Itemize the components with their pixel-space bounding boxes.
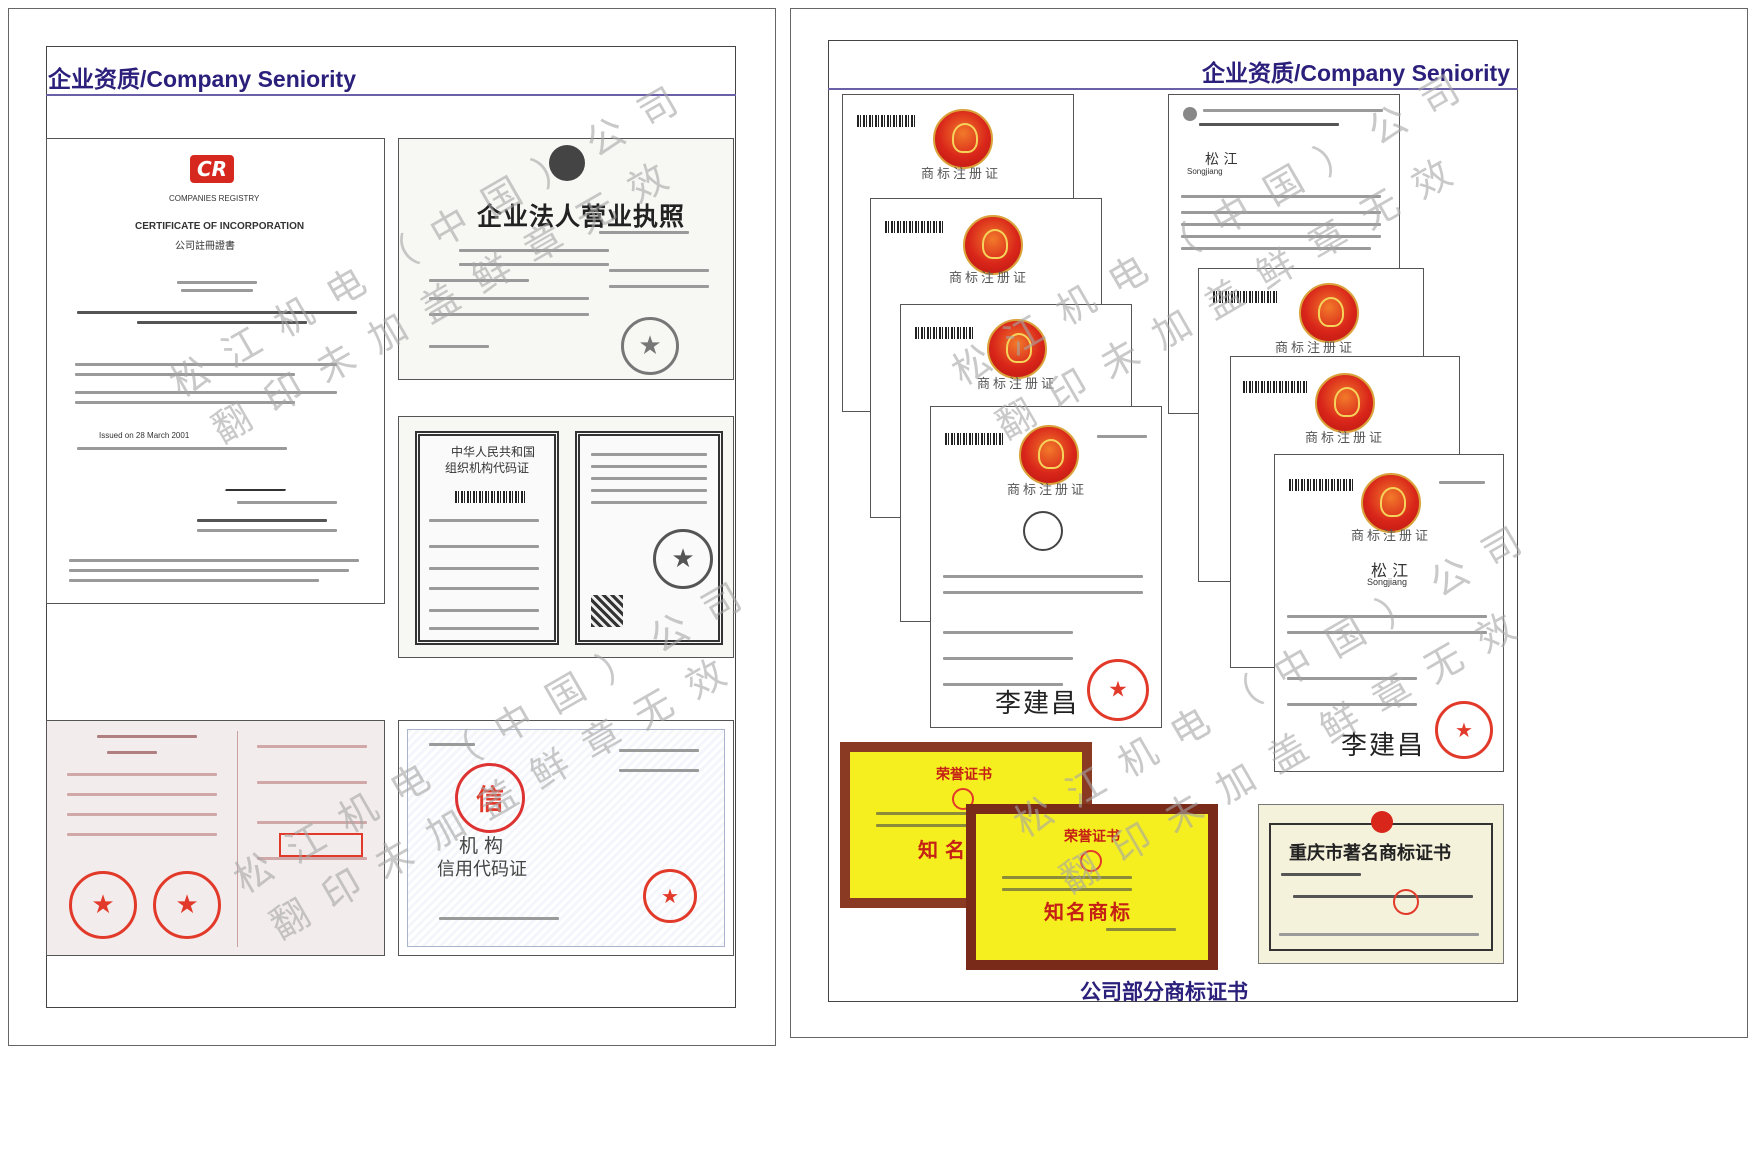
right-page-heading: 企业资质/Company Seniority [1202,60,1510,86]
director-signature: 李建昌 [1341,731,1426,761]
trademark-title: 商标注册证 [1275,341,1356,356]
director-signature: 李建昌 [995,689,1080,719]
brand-name-cn: 松 江 [1205,152,1238,168]
trademark-cert-4: 商标注册证 李建昌 ★ [930,406,1162,728]
emblem-seal: ★ [653,529,713,589]
right-heading-rule [828,88,1518,90]
companies-registry-label: COMPANIES REGISTRY [169,194,260,203]
trademark-title: 商标注册证 [1305,431,1386,446]
national-emblem-icon [549,145,585,181]
incorporation-title-cn: 公司註冊證書 [175,241,235,252]
chongqing-famous-trademark-certificate: 重庆市著名商标证书 [1258,804,1504,964]
national-emblem-icon [1299,283,1359,343]
emblem-icon [1371,811,1393,833]
credit-line-2: 信用代码证 [437,859,527,880]
org-code-title-line1: 中华人民共和国 [451,445,536,459]
trademark-office-seal: ★ [1087,659,1149,721]
brand-name-cn: 松 江 [1371,561,1409,580]
honor-award: 知 名 [918,838,965,862]
honor-title: 荣誉证书 [936,767,992,783]
national-emblem-icon [987,319,1047,379]
brand-name-en: Songjiang [1187,167,1223,176]
trademark-title: 商标注册证 [977,377,1058,392]
credit-code-certificate: 信 机 构 信用代码证 ★ [398,720,734,956]
incorporation-title: CERTIFICATE OF INCORPORATION [135,221,305,232]
credit-code-logo: 信 [455,763,525,833]
honor-certificate-front: 荣誉证书 知名商标 [966,804,1218,970]
trademark-logo-icon [1023,511,1063,551]
red-seal-right: ★ [153,871,221,939]
honor-medal-icon [1080,850,1102,872]
left-page-heading: 企业资质/Company Seniority [48,66,356,92]
brand-name-en: Songjiang [1367,577,1408,587]
trademark-cert-7: 商标注册证 松 江 Songjiang 李建昌 ★ [1274,454,1504,772]
org-code-title-line2: 组织机构代码证 [445,461,530,475]
organization-code-certificate: 中华人民共和国 组织机构代码证 ★ [398,416,734,658]
business-license: 企业法人营业执照 ★ [398,138,734,380]
honor-award: 知名商标 [1044,900,1132,924]
national-emblem-icon [1361,473,1421,533]
cr-logo: CR [190,155,234,183]
national-emblem-icon [963,215,1023,275]
trademark-title: 商标注册证 [949,271,1030,286]
national-emblem-icon [933,109,993,169]
trademark-title: 商标注册证 [1007,483,1088,498]
national-emblem-icon [1315,373,1375,433]
trademark-certificates-caption: 公司部分商标证书 [1080,980,1248,1004]
chongqing-seal [1393,889,1419,915]
registrar-signature [225,481,289,491]
certificate-of-incorporation: CR COMPANIES REGISTRY CERTIFICATE OF INC… [46,138,385,604]
office-logo-icon [1183,107,1197,121]
trademark-title: 商标注册证 [1351,529,1432,544]
credit-line-1: 机 构 [459,835,504,857]
credit-red-seal: ★ [643,869,697,923]
chongqing-title: 重庆市著名商标证书 [1289,843,1451,864]
red-seal: ★ [621,317,679,375]
trademark-title: 商标注册证 [921,167,1002,182]
issued-date: Issued on 28 March 2001 [99,431,190,440]
honor-title: 荣誉证书 [1064,829,1120,845]
business-license-title: 企业法人营业执照 [477,202,686,231]
national-emblem-icon [1019,425,1079,485]
left-heading-rule [46,94,736,96]
trademark-office-seal: ★ [1435,701,1493,759]
finance-registration-certificate: ★ ★ [46,720,385,956]
red-seal-left: ★ [69,871,137,939]
honor-medal-icon [952,788,974,810]
